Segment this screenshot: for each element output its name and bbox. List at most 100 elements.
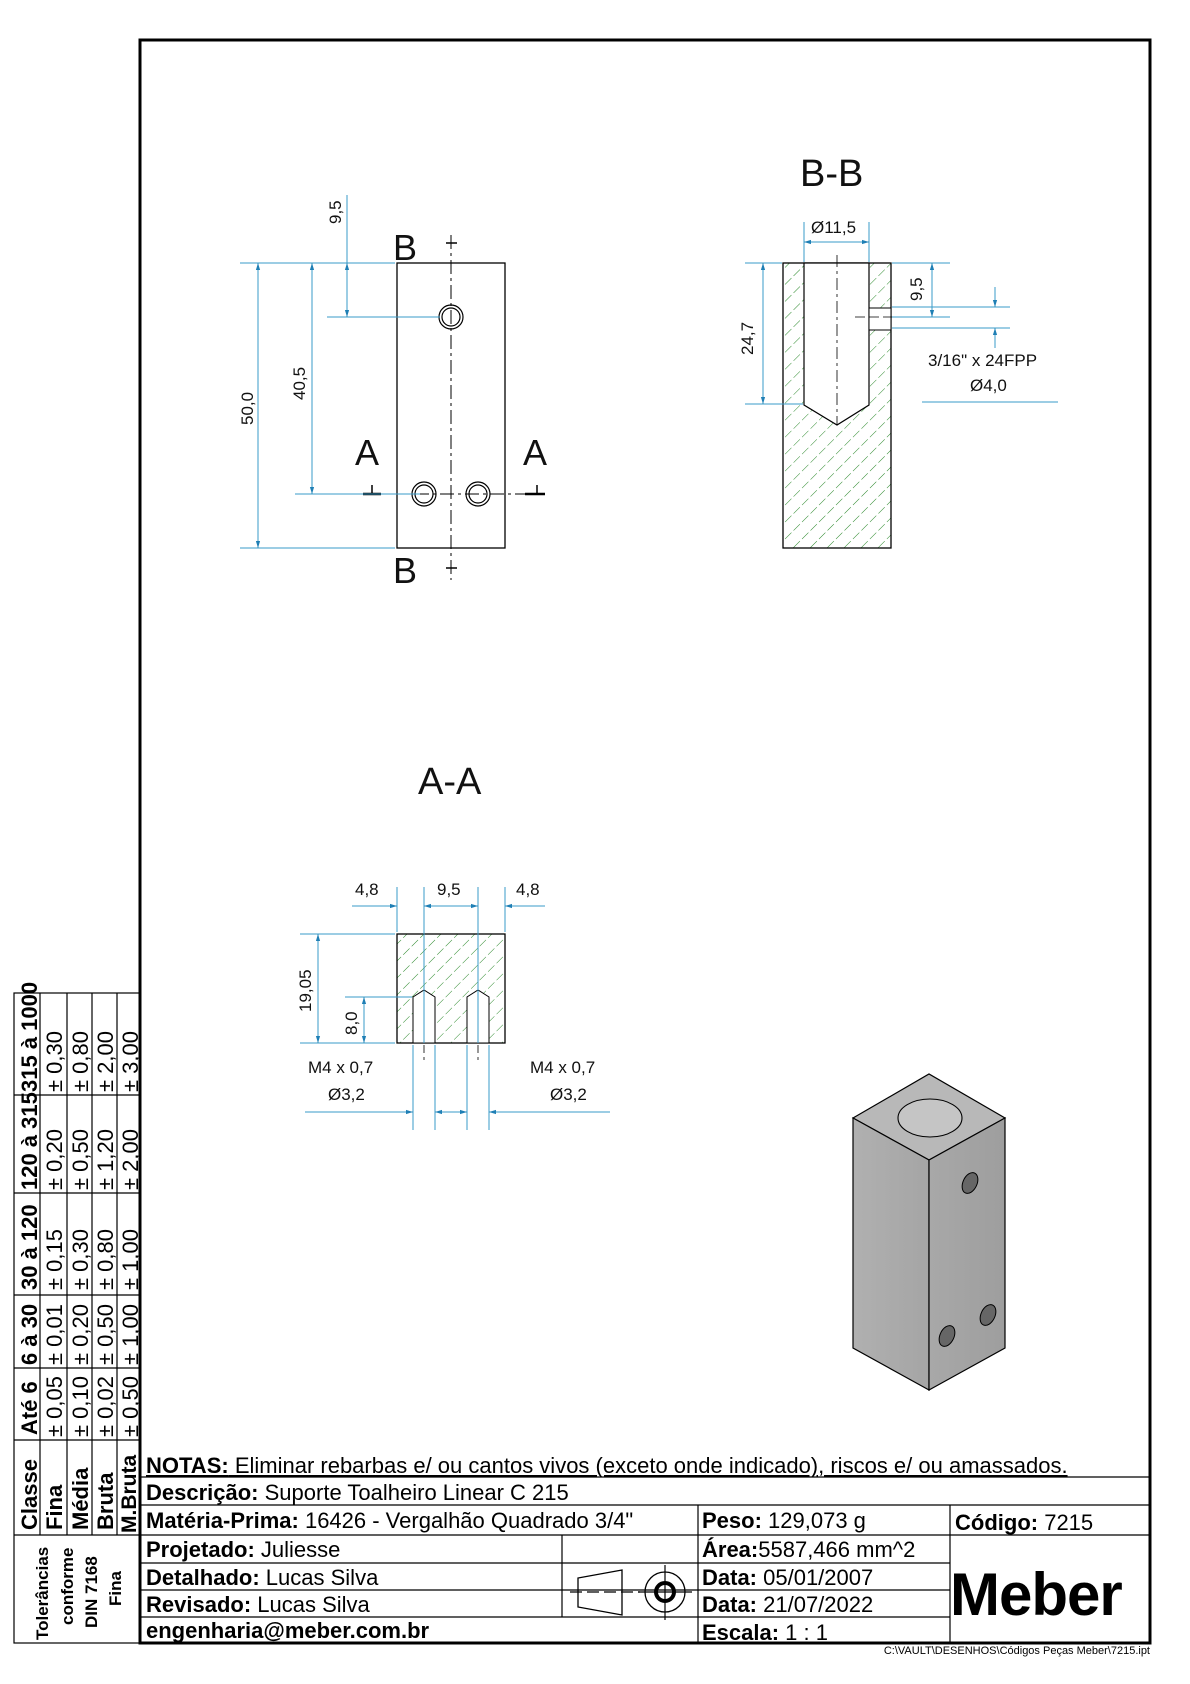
tol-header-6-30: 6 à 30	[17, 1303, 42, 1365]
tol-cell: ± 3,00	[118, 1030, 143, 1092]
tolerance-table-grid	[13, 992, 141, 1644]
notes-text: Eliminar rebarbas e/ ou cantos vivos (ex…	[228, 1453, 1068, 1478]
tol-row-fina: Fina	[42, 1484, 67, 1530]
revisado-field: Revisado: Lucas Silva	[146, 1594, 370, 1616]
codigo-value: 7215	[1038, 1510, 1094, 1535]
dim-top-hole-offset: 9,5	[326, 200, 345, 224]
data-revisao-field: Data: 21/07/2022	[702, 1594, 873, 1616]
iso-left-face	[852, 1116, 930, 1392]
section-bb	[782, 255, 900, 549]
tol-cell: ± 0,80	[68, 1030, 93, 1092]
dim-drill-right: Ø3,2	[550, 1085, 587, 1104]
tol-cell: ± 1,00	[118, 1303, 143, 1365]
tol-cell: ± 0,50	[118, 1375, 143, 1437]
tol-cell: ± 0,50	[93, 1303, 118, 1365]
area-field: Área:5587,466 mm^2	[702, 1539, 915, 1561]
tol-cell: ± 0,20	[68, 1303, 93, 1365]
tol-cell: ± 0,05	[42, 1375, 67, 1437]
tol-cell: ± 0,80	[93, 1228, 118, 1290]
dim-right-edge: 4,8	[516, 880, 540, 899]
section-aa	[396, 933, 506, 1060]
section-bb-dimensions	[745, 222, 1058, 405]
tol-row-mbruta: M.Bruta	[118, 1454, 141, 1533]
tol-cell: ± 1,20	[93, 1128, 118, 1190]
dim-thread-spec: 3/16" x 24FPP	[928, 351, 1037, 370]
view-title-bb: B-B	[800, 153, 863, 195]
descricao-field: Descrição: Suporte Toalheiro Linear C 21…	[146, 1482, 569, 1504]
tol-header-ate6: Até 6	[17, 1381, 42, 1435]
projection-symbol	[570, 1565, 692, 1620]
area-value: 5587,466 mm^2	[758, 1537, 916, 1562]
tol-footer-line4: Fina	[106, 1571, 125, 1606]
tol-header-30-120: 30 à 120	[17, 1204, 42, 1290]
tol-header-classe: Classe	[17, 1459, 42, 1530]
tol-cell: ± 0,01	[42, 1303, 67, 1365]
sheet-border	[138, 38, 1152, 1645]
materia-value: 16426 - Vergalhão Quadrado 3/4"	[298, 1508, 634, 1533]
peso-label: Peso:	[702, 1508, 762, 1533]
iso-hole	[979, 1304, 997, 1326]
escala-label: Escala:	[702, 1620, 780, 1645]
view-title-aa: A-A	[418, 761, 482, 803]
tol-cell: ± 0,30	[68, 1228, 93, 1290]
bore	[803, 262, 870, 426]
projetado-field: Projetado: Juliesse	[146, 1539, 340, 1561]
dim-thread-right: M4 x 0,7	[530, 1058, 595, 1077]
tol-cell: ± 2,00	[118, 1128, 143, 1190]
codigo-field: Código: 7215	[955, 1512, 1093, 1534]
tol-cell: ± 0,02	[93, 1375, 118, 1437]
dim-hole-spacing: 9,5	[437, 880, 461, 899]
dim-hole-depth: 8,0	[342, 1011, 361, 1035]
dim-height: 19,05	[296, 969, 315, 1012]
escala-field: Escala: 1 : 1	[702, 1622, 828, 1644]
top-view-dimensions	[240, 195, 440, 549]
revisado-label: Revisado:	[146, 1592, 252, 1617]
tol-cell: ± 0,30	[42, 1030, 67, 1092]
descricao-label: Descrição:	[146, 1480, 259, 1505]
section-aa-dimensions	[300, 887, 610, 1130]
company-logo: Meber	[950, 1561, 1123, 1628]
section-label-b-bottom: B	[393, 550, 417, 591]
data-criacao-label: Data:	[702, 1565, 758, 1590]
side-tap-hole	[868, 307, 892, 331]
area-label: Área:	[702, 1537, 759, 1562]
materia-label: Matéria-Prima:	[146, 1508, 299, 1533]
tol-cell: ± 0,20	[42, 1128, 67, 1190]
data-revisao-label: Data:	[702, 1592, 758, 1617]
dim-overall-height: 50,0	[238, 392, 257, 425]
dim-bore-depth: 24,7	[738, 322, 757, 355]
data-criacao-field: Data: 05/01/2007	[702, 1567, 873, 1589]
dim-thread-left: M4 x 0,7	[308, 1058, 373, 1077]
section-label-a-right: A	[523, 432, 547, 473]
iso-bore	[897, 1098, 963, 1138]
dim-thread-drill: Ø4,0	[970, 376, 1007, 395]
data-criacao-value: 05/01/2007	[757, 1565, 874, 1590]
dim-left-edge: 4,8	[355, 880, 379, 899]
tol-row-bruta: Bruta	[93, 1472, 118, 1530]
tol-cell: ± 0,15	[42, 1228, 67, 1290]
iso-hole	[938, 1325, 956, 1347]
notes-label: NOTAS:	[146, 1453, 229, 1478]
top-view	[363, 235, 545, 580]
revisado-value: Lucas Silva	[251, 1592, 370, 1617]
codigo-label: Código:	[955, 1510, 1039, 1535]
tol-cell: ± 2,00	[93, 1030, 118, 1092]
section-label-b-top: B	[393, 227, 417, 268]
data-revisao-value: 21/07/2022	[757, 1592, 874, 1617]
detalhado-value: Lucas Silva	[259, 1565, 379, 1590]
tol-footer-line1: Tolerâncias	[33, 1546, 52, 1640]
tol-cell: ± 0,10	[68, 1375, 93, 1437]
tol-header-120-315: 120 à 315	[17, 1092, 42, 1190]
title-block-grid	[140, 1476, 1150, 1643]
isometric-view	[851, 1073, 1007, 1392]
dim-bore-diameter: Ø11,5	[811, 218, 856, 237]
materia-field: Matéria-Prima: 16426 - Vergalhão Quadrad…	[146, 1510, 633, 1532]
dim-hole-pair-offset: 40,5	[290, 367, 309, 400]
hole-right	[465, 481, 491, 507]
tol-cell: ± 0,50	[68, 1128, 93, 1190]
notes: NOTAS: Eliminar rebarbas e/ ou cantos vi…	[146, 1455, 1068, 1477]
tol-header-315-1000: 315 à 1000	[17, 981, 42, 1092]
file-path: C:\VAULT\DESENHOS\Códigos Peças Meber\72…	[883, 1645, 1150, 1657]
email: engenharia@meber.com.br	[146, 1618, 430, 1643]
